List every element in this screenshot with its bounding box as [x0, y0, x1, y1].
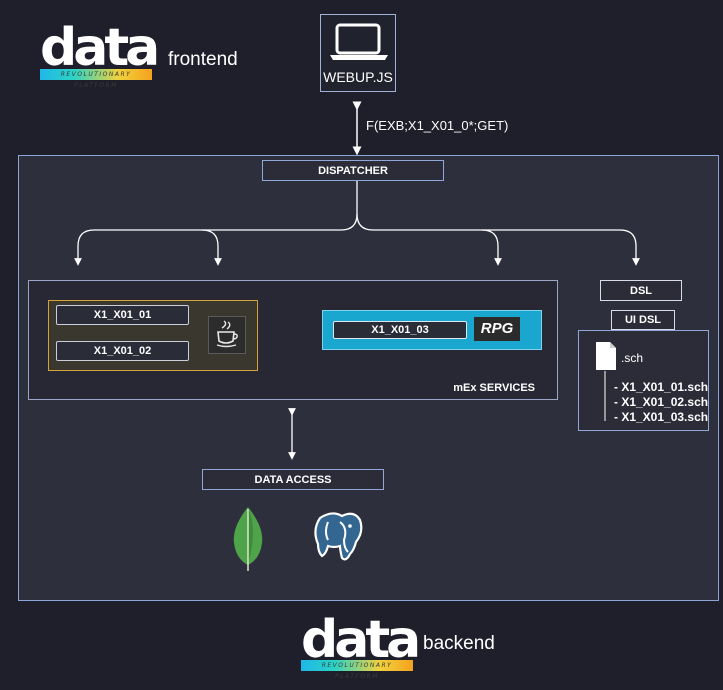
- program-x1-x01-02[interactable]: X1_X01_02: [56, 341, 189, 361]
- frontend-label: frontend: [168, 49, 238, 70]
- logo-tagline: REVOLUTIONARY PLATFORM: [40, 69, 152, 89]
- ui-dsl-box[interactable]: UI DSL: [611, 310, 675, 330]
- dispatcher-box[interactable]: DISPATCHER: [262, 160, 444, 181]
- data-access-box[interactable]: DATA ACCESS: [202, 469, 384, 490]
- program-x1-x01-03[interactable]: X1_X01_03: [333, 321, 467, 339]
- program-x1-x01-01[interactable]: X1_X01_01: [56, 305, 189, 325]
- frontend-logo: data REVOLUTIONARY PLATFORM: [40, 18, 160, 89]
- postgresql-icon: [314, 512, 363, 561]
- webup-label: WEBUP.JS: [323, 69, 393, 85]
- mex-services-label: mEx SERVICES: [453, 382, 535, 394]
- logo-wordmark: data: [40, 18, 160, 78]
- logo-tagline: REVOLUTIONARY PLATFORM: [301, 660, 413, 680]
- webup-client[interactable]: WEBUP.JS: [320, 14, 396, 92]
- file-item-2: - X1_X01_02.sch: [614, 395, 709, 409]
- mongodb-icon: [233, 507, 263, 571]
- call-label: F(EXB;X1_X01_0*;GET): [366, 118, 509, 133]
- laptop-icon: [330, 23, 388, 60]
- java-icon: [208, 316, 246, 354]
- dsl-box[interactable]: DSL: [600, 280, 682, 301]
- backend-label: backend: [423, 633, 495, 654]
- file-icon: [596, 342, 616, 370]
- backend-logo: data REVOLUTIONARY PLATFORM: [301, 610, 421, 680]
- rpg-badge: RPG: [474, 317, 520, 341]
- file-item-3: - X1_X01_03.sch: [614, 410, 709, 424]
- file-item-1: - X1_X01_01.sch: [614, 380, 709, 394]
- file-tree-line: [604, 371, 606, 421]
- file-extension: .sch: [621, 351, 644, 365]
- logo-wordmark: data: [301, 610, 421, 670]
